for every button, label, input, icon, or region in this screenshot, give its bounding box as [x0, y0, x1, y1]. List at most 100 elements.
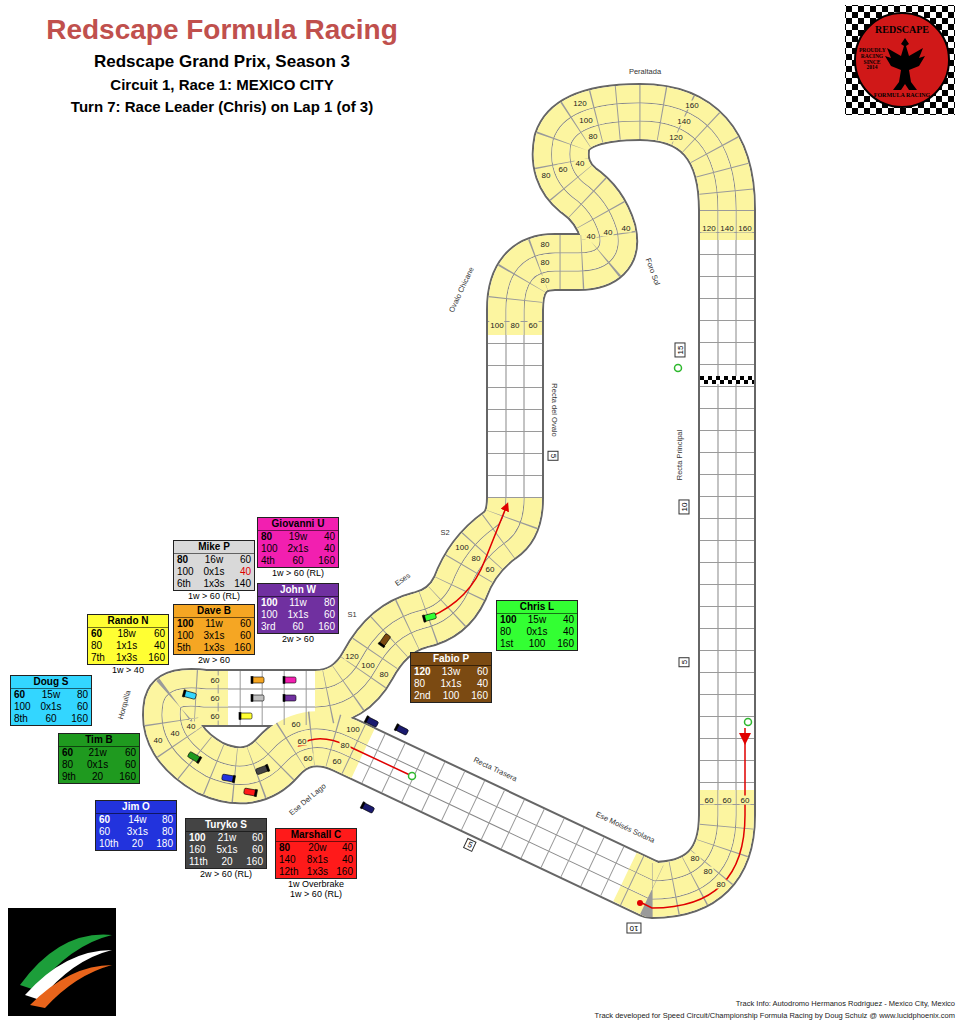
- stat-cell: 140: [234, 578, 251, 590]
- stat-cell: 40: [557, 626, 574, 638]
- stat-cell: 7th: [91, 652, 105, 664]
- stat-cell: 40: [557, 614, 574, 626]
- move-line: [300, 739, 412, 776]
- stat-grid: 10021w601605x1s6011th20160: [186, 832, 266, 868]
- stat-grid: 10015w40800x1s401st100160: [497, 614, 577, 650]
- stat-cell: 2nd: [414, 690, 431, 702]
- eagle-symbol: [885, 38, 925, 90]
- stat-grid: 8020w401408x1s4012th1x3s160: [276, 842, 356, 878]
- stat-cell: 10th: [99, 838, 118, 850]
- stat-cell: 4th: [261, 555, 278, 567]
- corner-speed: 60: [722, 796, 733, 805]
- corner-speed: 140: [719, 224, 734, 233]
- stat-cell: 19w: [282, 531, 315, 543]
- logo-disc: [855, 13, 949, 107]
- stat-cell: 80: [91, 640, 105, 652]
- stat-cell: 1x3s: [109, 652, 144, 664]
- stat-cell: 3x1s: [122, 826, 152, 838]
- card-notes: 1w Overbrake1w > 60 (RL): [288, 878, 344, 899]
- corner-speed: 40: [603, 228, 614, 237]
- corner-speed: 100: [360, 661, 375, 670]
- stat-cell: 80: [156, 826, 173, 838]
- stat-cell: 1st: [500, 638, 517, 650]
- car: [283, 695, 296, 702]
- footer-note: Track developed for Speed Circuit/Champi…: [595, 1012, 955, 1021]
- stat-cell: 1x1s: [109, 640, 144, 652]
- stat-cell: 0x1s: [80, 759, 115, 771]
- stat-cell: 60: [282, 555, 315, 567]
- stat-cell: 160: [336, 866, 353, 878]
- stat-grid: 6014w80603x1s8010th20180: [96, 814, 176, 850]
- stat-cell: 14w: [122, 814, 152, 826]
- stat-cell: 60: [282, 621, 315, 633]
- stat-cell: 60: [99, 814, 118, 826]
- stat-cell: 60: [234, 618, 251, 630]
- stat-cell: 100: [189, 832, 208, 844]
- track-name: Ese Moisés Solana: [594, 811, 656, 846]
- track-spaces: [171, 112, 727, 890]
- corner-speed: 80: [540, 276, 551, 285]
- sector-name: S2: [440, 529, 449, 538]
- lane-divider: [171, 112, 727, 890]
- stat-cell: 120: [414, 666, 431, 678]
- stat-cell: 100: [261, 543, 278, 555]
- stat-cell: 40: [234, 566, 251, 578]
- card-note: 1w > 40: [112, 665, 144, 675]
- driver-name: Marshall C: [276, 829, 356, 842]
- stat-cell: 80: [414, 678, 431, 690]
- driver-card: Dave B10011w601003x1s605th1x3s1602w > 60: [173, 604, 255, 655]
- stat-cell: 60: [14, 689, 31, 701]
- stat-cell: 18w: [109, 628, 144, 640]
- corner-speed: 100: [454, 543, 469, 552]
- driver-card: Turyko S10021w601605x1s6011th201602w > 6…: [185, 818, 267, 869]
- stat-cell: 9th: [62, 771, 76, 783]
- driver-card: Giovanni U8019w401002x1s404th601601w > 6…: [257, 517, 339, 568]
- corner-speed: 60: [740, 796, 751, 805]
- stat-cell: 40: [471, 678, 488, 690]
- stat-cell: 180: [156, 838, 173, 850]
- stat-cell: 80: [71, 689, 88, 701]
- stat-cell: 160: [246, 856, 263, 868]
- start-dot: [745, 719, 752, 726]
- move-arrows: [300, 505, 745, 908]
- distance-marker: 10: [627, 923, 642, 934]
- stat-grid: 10011w801001x1s603rd60160: [258, 597, 338, 633]
- subtitle: Redscape Grand Prix, Season 3: [94, 52, 350, 72]
- stat-cell: 1x3s: [198, 578, 231, 590]
- corner-speed: 40: [575, 159, 586, 168]
- corner-speed: 60: [332, 757, 343, 766]
- stat-cell: 100: [177, 566, 194, 578]
- stat-cell: 6th: [177, 578, 194, 590]
- corner-speed: 60: [210, 694, 221, 703]
- stat-cell: 80: [500, 626, 517, 638]
- stat-cell: 100: [261, 609, 278, 621]
- corner-speed: 80: [716, 880, 727, 889]
- corner-speed: 80: [379, 670, 390, 679]
- stat-grid: 8016w601000x1s406th1x3s140: [174, 554, 254, 590]
- stat-cell: 40: [318, 531, 335, 543]
- stat-cell: 160: [234, 642, 251, 654]
- logo-ground: [8, 908, 116, 1016]
- stat-grid: 10011w601003x1s605th1x3s160: [174, 618, 254, 654]
- stat-cell: 1x3s: [198, 642, 231, 654]
- car: [378, 633, 391, 648]
- track-name: Recta Principal: [676, 430, 685, 480]
- stat-cell: 5x1s: [212, 844, 243, 856]
- stat-cell: 100: [14, 701, 31, 713]
- stat-cell: 40: [318, 543, 335, 555]
- stat-cell: 160: [189, 844, 208, 856]
- driver-name: Turyko S: [186, 819, 266, 832]
- stat-cell: 60: [99, 826, 118, 838]
- card-notes: 2w > 60: [282, 633, 314, 644]
- stat-cell: 40: [336, 854, 353, 866]
- stat-grid: 6018w60801x1s407th1x3s160: [88, 628, 168, 664]
- stat-cell: 100: [177, 618, 194, 630]
- corner-speed: 140: [676, 117, 691, 126]
- card-note: 2w > 60: [282, 634, 314, 644]
- stat-cell: 0x1s: [521, 626, 554, 638]
- corner-zone: [515, 112, 727, 335]
- stat-cell: 60: [148, 628, 165, 640]
